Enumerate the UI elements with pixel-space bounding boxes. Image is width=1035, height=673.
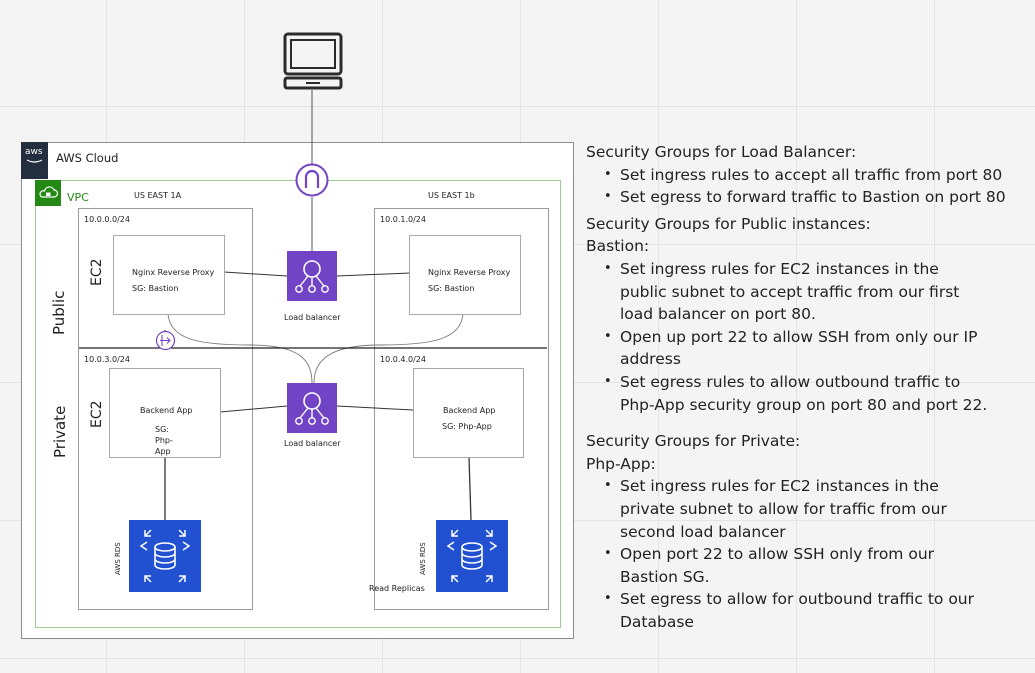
list-item: Open up port 22 to allow SSH from only o… (604, 326, 990, 371)
ec2-bottom-label: EC2 (89, 400, 105, 428)
list-item: Set egress to allow for outbound traffic… (604, 588, 990, 633)
nginx-proxy-left-sg: SG: Bastion (132, 284, 179, 293)
lb-sg-list: Set ingress rules to accept all traffic … (586, 164, 1031, 209)
load-balancer-icon (295, 260, 329, 293)
nat-gateway-icon (155, 330, 176, 351)
public-sg-heading: Security Groups for Public instances: (586, 214, 871, 233)
az-left-label: US EAST 1A (134, 191, 182, 200)
list-item: Set ingress rules to accept all traffic … (604, 164, 1031, 187)
bastion-heading: Bastion: (586, 237, 650, 256)
subnet-cidr-bottom-left: 10.0.3.0/24 (84, 355, 130, 364)
nginx-proxy-right-sg: SG: Bastion (428, 284, 475, 293)
phpapp-list: Set ingress rules for EC2 instances in t… (586, 475, 1031, 633)
load-balancer-bottom-label: Load balancer (284, 439, 341, 448)
database-icon (139, 529, 191, 583)
aws-logo: aws (21, 142, 48, 179)
list-item: Set ingress rules for EC2 instances in t… (604, 258, 990, 326)
aws-logo-text: aws (25, 147, 43, 157)
private-sg-heading: Security Groups for Private: (586, 432, 801, 451)
aws-smile-icon (26, 159, 43, 163)
load-balancer-bottom[interactable] (287, 383, 337, 433)
lb-sg-heading: Security Groups for Load Balancer: (586, 143, 857, 161)
backend-app-right-sg: SG: Php-App (442, 422, 492, 431)
backend-app-right[interactable]: Backend App SG: Php-App (413, 368, 524, 458)
backend-app-right-title: Backend App (443, 406, 496, 415)
list-item: Set egress to forward traffic to Bastion… (604, 186, 1031, 209)
cloud-lock-icon (39, 186, 59, 198)
nginx-proxy-right-title: Nginx Reverse Proxy (428, 268, 511, 277)
read-replicas-label: Read Replicas (369, 584, 425, 593)
aws-cloud-label: AWS Cloud (56, 151, 119, 165)
list-item: Set ingress rules for EC2 instances in t… (604, 475, 990, 543)
nginx-proxy-left-title: Nginx Reverse Proxy (132, 268, 215, 277)
rds-left[interactable] (129, 520, 201, 592)
backend-app-left-title: Backend App (140, 406, 193, 415)
backend-app-left-sg-line1: SG: (155, 425, 169, 434)
subnet-cidr-bottom-right: 10.0.4.0/24 (380, 355, 426, 364)
database-icon (446, 529, 498, 583)
public-row-label: Public (50, 290, 68, 335)
rds-right-label: AWS RDS (419, 542, 427, 575)
load-balancer-top-label: Load balancer (284, 313, 341, 322)
list-item: Open port 22 to allow SSH only from our … (604, 543, 990, 588)
ec2-top-label: EC2 (89, 258, 105, 286)
list-item: Set egress rules to allow outbound traff… (604, 371, 995, 416)
phpapp-heading: Php-App: (586, 454, 656, 473)
nginx-proxy-left[interactable]: Nginx Reverse Proxy SG: Bastion (113, 235, 225, 315)
private-row-label: Private (51, 405, 69, 458)
load-balancer-top[interactable] (287, 251, 337, 301)
bastion-list: Set ingress rules for EC2 instances in t… (586, 258, 1031, 416)
load-balancer-icon (295, 392, 329, 425)
rds-left-label: AWS RDS (114, 542, 122, 575)
subnet-cidr-top-right: 10.0.1.0/24 (380, 215, 426, 224)
nginx-proxy-right[interactable]: Nginx Reverse Proxy SG: Bastion (409, 235, 521, 315)
internet-gateway-icon (295, 163, 329, 197)
vpc-label: VPC (67, 191, 89, 204)
backend-app-left-sg-line2: Php- (155, 436, 173, 445)
backend-app-left[interactable]: Backend App SG: Php- App (109, 368, 221, 458)
subnet-cidr-top-left: 10.0.0.0/24 (84, 215, 130, 224)
backend-app-left-sg-line3: App (155, 447, 171, 456)
security-groups-notes: Security Groups for Load Balancer: Set i… (586, 141, 1031, 633)
az-right-label: US EAST 1b (428, 191, 475, 200)
rds-right[interactable] (436, 520, 508, 592)
vpc-badge (35, 180, 61, 206)
computer-icon (283, 32, 343, 90)
